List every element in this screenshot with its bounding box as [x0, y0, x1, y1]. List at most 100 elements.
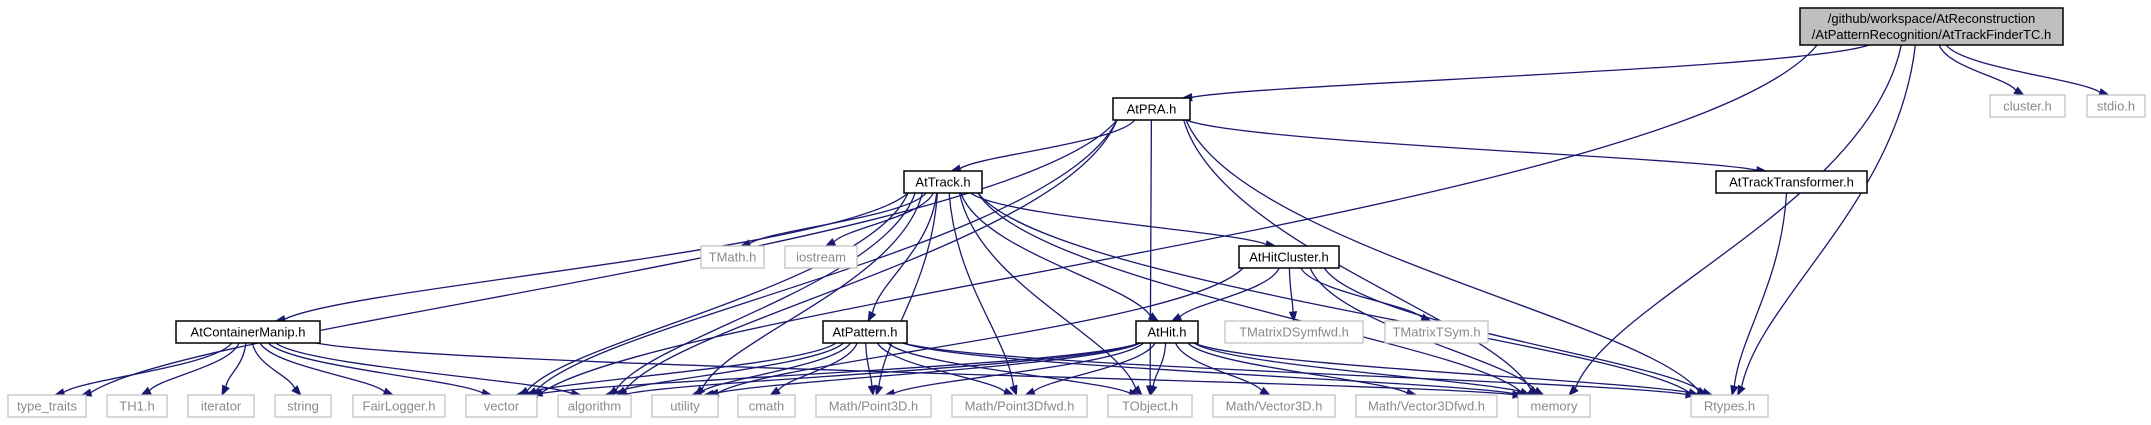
edge-attrack-to-utility: [694, 192, 923, 396]
node-box: [903, 170, 983, 194]
node-atpattern[interactable]: AtPattern.h: [822, 320, 908, 344]
node-box: [737, 394, 796, 418]
node-box: [1989, 94, 2066, 118]
edge-attrack-to-atpattern: [867, 192, 938, 323]
node-label: AtTrackTransformer.h: [1729, 175, 1854, 190]
edge-line: [267, 342, 483, 394]
node-iterator: iterator: [187, 394, 255, 418]
node-box: [465, 394, 538, 418]
node-athitcluster[interactable]: AtHitCluster.h: [1238, 245, 1340, 269]
edge-athit-to-math_vector3dfwd: [1187, 342, 1418, 398]
edge-attrack_transformer-to-rtypes: [1730, 192, 1788, 397]
node-memory: memory: [1517, 394, 1591, 418]
node-attrack[interactable]: AtTrack.h: [903, 170, 983, 194]
edge-line: [713, 342, 1141, 395]
node-math_point3dfwd: Math/Point3Dfwd.h: [951, 394, 1088, 418]
edge-line: [1185, 119, 1699, 392]
node-label: AtTrack.h: [915, 175, 970, 190]
node-box: [187, 394, 255, 418]
edge-line: [1174, 342, 1263, 392]
edge-line: [225, 342, 247, 387]
edge-atrack_finder_tc-to-rtypes: [1736, 44, 1916, 397]
edge-atpra-to-attrack_transformer: [1185, 119, 1768, 175]
node-math_vector3dfwd: Math/Vector3Dfwd.h: [1355, 394, 1498, 418]
node-box: [175, 320, 321, 344]
edge-line: [970, 192, 1267, 246]
edge-line: [1152, 342, 1167, 387]
arrowhead-icon: [221, 384, 230, 397]
node-cluster: cluster.h: [1989, 94, 2066, 118]
edge-athit-to-tobject: [1149, 342, 1167, 397]
node-box: [106, 394, 168, 418]
edge-line: [1193, 342, 1530, 395]
edge-atpra-to-type_traits: [80, 119, 1118, 397]
node-atrack_finder_tc[interactable]: /github/workspace/AtReconstruction/AtPat…: [1799, 7, 2064, 46]
edge-attrack-to-athit: [960, 192, 1160, 322]
edge-line: [871, 192, 938, 314]
node-label: type_traits: [17, 399, 77, 414]
node-label: AtHit.h: [1147, 325, 1186, 340]
node-label: FairLogger.h: [363, 399, 436, 414]
node-attrack_transformer[interactable]: AtTrackTransformer.h: [1715, 170, 1868, 194]
arrowhead-icon: [1009, 384, 1018, 397]
edge-line: [1938, 44, 2017, 91]
edge-atpra-to-memory: [1183, 119, 1539, 396]
node-label: AtContainerManip.h: [191, 325, 306, 340]
node-atcontainermanip[interactable]: AtContainerManip.h: [175, 320, 321, 344]
edge-atpra-to-attrack: [950, 119, 1136, 173]
edge-line: [624, 119, 1118, 392]
node-label: /AtPatternRecognition/AtTrackFinderTC.h: [1812, 27, 2051, 42]
node-label: Math/Vector3D.h: [1226, 399, 1323, 414]
edge-atpra-to-tobject: [1145, 119, 1155, 397]
node-box: [1212, 394, 1336, 418]
node-box: [822, 320, 908, 344]
edge-line: [700, 342, 852, 393]
node-label: AtPattern.h: [832, 325, 897, 340]
edge-line: [902, 342, 1518, 395]
node-box: [1690, 394, 1769, 418]
edge-line: [1191, 44, 1870, 98]
arrowhead-icon: [1149, 384, 1158, 397]
node-box: [784, 245, 858, 269]
node-atpra[interactable]: AtPRA.h: [1112, 97, 1191, 121]
node-label: /github/workspace/AtReconstruction: [1828, 11, 2035, 26]
node-box: [700, 245, 765, 269]
edge-line: [63, 342, 233, 394]
node-box: [951, 394, 1088, 418]
node-label: utility: [670, 399, 700, 414]
edge-attrack-to-algorithm: [607, 192, 916, 396]
node-stdio: stdio.h: [2086, 94, 2146, 118]
node-string: string: [274, 394, 332, 418]
node-label: AtHitCluster.h: [1249, 250, 1328, 265]
edge-atpattern-to-math_point3d: [865, 342, 876, 397]
arrowhead-icon: [140, 386, 152, 396]
edge-attrack-to-math_point3dfwd: [948, 192, 1018, 397]
node-label: iterator: [201, 399, 242, 414]
edge-line: [1945, 44, 2101, 93]
node-label: string: [287, 399, 319, 414]
node-vector: vector: [465, 394, 538, 418]
edge-atcontainermanip-to-string: [251, 342, 302, 397]
edge-line: [1179, 267, 1280, 318]
node-athit[interactable]: AtHit.h: [1135, 320, 1199, 344]
node-label: stdio.h: [2097, 99, 2135, 114]
arrowhead-icon: [1259, 386, 1271, 396]
edge-line: [1033, 342, 1156, 393]
node-box: [1107, 394, 1193, 418]
node-box: [1112, 97, 1191, 121]
node-label: vector: [484, 399, 520, 414]
edge-atcontainermanip-to-fairlogger: [259, 342, 395, 396]
node-tmatrixdsymfwd: TMatrixDSymfwd.h: [1224, 320, 1364, 344]
edge-line: [1193, 342, 1699, 395]
node-label: TMatrixDSymfwd.h: [1239, 325, 1349, 340]
node-label: AtPRA.h: [1127, 102, 1177, 117]
edge-atrack_finder_tc-to-atpra: [1181, 44, 1870, 102]
node-utility: utility: [651, 394, 719, 418]
edge-atcontainermanip-to-type_traits: [53, 342, 233, 397]
node-label: cluster.h: [2003, 99, 2051, 114]
node-iostream: iostream: [784, 245, 858, 269]
node-box: [557, 394, 632, 418]
edge-line: [1574, 44, 1902, 389]
edge-line: [1185, 119, 1758, 171]
